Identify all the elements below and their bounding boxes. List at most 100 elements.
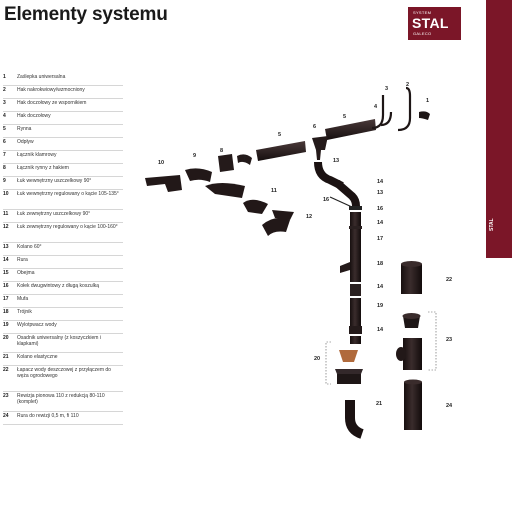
legend-text: Odpływ bbox=[17, 139, 34, 145]
callout-number: 14 bbox=[377, 327, 384, 333]
legend-number: 22 bbox=[3, 367, 9, 373]
clamp-part bbox=[349, 206, 362, 210]
legend-text: Łapacz wody deszczowej z przyłączem do w… bbox=[17, 367, 111, 379]
legend-text: Rura do rewizji 0,5 m, fi 110 bbox=[17, 413, 79, 419]
collector-part bbox=[335, 350, 363, 384]
legend-number: 4 bbox=[3, 113, 6, 119]
legend-row: 8 Łącznik rynny z hakiem bbox=[3, 164, 123, 177]
legend-row: 22 Łapacz wody deszczowej z przyłączem do… bbox=[3, 366, 123, 392]
hook-parts bbox=[371, 86, 412, 132]
legend-text: Wylotpwacz wody bbox=[17, 322, 57, 328]
callout-number: 14 bbox=[377, 284, 384, 290]
gutter-part bbox=[256, 119, 376, 161]
legend-number: 18 bbox=[3, 309, 9, 315]
logo-brand-text: STAL bbox=[412, 15, 449, 31]
callout-number: 19 bbox=[377, 303, 383, 309]
callout-number: 5 bbox=[343, 114, 346, 120]
legend-number: 23 bbox=[3, 393, 9, 399]
legend-number: 9 bbox=[3, 178, 6, 184]
callout-number: 23 bbox=[446, 337, 452, 343]
legend-row: 9 Łuk wewnętrzny uszczelkowy 90° bbox=[3, 177, 123, 190]
bracket-lines bbox=[325, 311, 437, 385]
legend-number: 10 bbox=[3, 191, 9, 197]
callout-number: 6 bbox=[313, 124, 316, 130]
legend-text: Kolano 60° bbox=[17, 244, 42, 250]
legend-number: 6 bbox=[3, 139, 6, 145]
legend-text: Kolano elastyczne bbox=[17, 354, 58, 360]
legend-text: Obejma bbox=[17, 270, 35, 276]
callout-number: 3 bbox=[385, 86, 388, 92]
page-title: Elementy systemu bbox=[4, 4, 168, 25]
legend-row: 6 Odpływ bbox=[3, 138, 123, 151]
callout-number: 24 bbox=[446, 403, 453, 409]
legend-row: 15 Obejma bbox=[3, 269, 123, 282]
legend-text: Łuk wewnętrzny uszczelkowy 90° bbox=[17, 178, 92, 184]
legend-text: Łącznik rynny z hakiem bbox=[17, 165, 69, 171]
callout-number: 21 bbox=[376, 401, 382, 407]
callout-number: 14 bbox=[377, 179, 384, 185]
logo-galeco-text: GALECO bbox=[413, 31, 432, 36]
legend-text: Osadnik uniwersalny (z koszyczkiem i kla… bbox=[17, 335, 101, 347]
legend-number: 5 bbox=[3, 126, 6, 132]
legend-row: 24 Rura do rewizji 0,5 m, fi 110 bbox=[3, 412, 123, 425]
legend-text: Łuk wewnętrzny regulowany o kącie 105-13… bbox=[17, 191, 119, 197]
legend-text: Kołek dwugwintowy z długą koszulką bbox=[17, 283, 99, 289]
legend-text: Hak nakrokwiowy/wzmocniony bbox=[17, 87, 85, 93]
legend-number: 2 bbox=[3, 87, 6, 93]
callout-number: 11 bbox=[271, 188, 277, 194]
legend-number: 20 bbox=[3, 335, 9, 341]
callout-number: 17 bbox=[377, 236, 383, 242]
downpipe-part bbox=[340, 212, 362, 344]
legend-row: 17 Mufa bbox=[3, 295, 123, 308]
legend-number: 17 bbox=[3, 296, 9, 302]
callout-number: 4 bbox=[374, 104, 378, 110]
end-cap-part bbox=[419, 111, 430, 120]
legend-row: 18 Trójnik bbox=[3, 308, 123, 321]
callout-number: 8 bbox=[220, 148, 223, 154]
legend-text: Hak doczołowy ze wspornikiem bbox=[17, 100, 87, 106]
legend-text: Rura bbox=[17, 257, 28, 263]
callout-number: 5 bbox=[278, 132, 281, 138]
legend-number: 13 bbox=[3, 244, 9, 250]
callout-number: 22 bbox=[446, 277, 452, 283]
connector-parts bbox=[218, 154, 252, 172]
callout-number: 1 bbox=[426, 98, 429, 104]
corner-parts bbox=[145, 168, 294, 236]
callout-number: 14 bbox=[377, 220, 384, 226]
legend-row: 20 Osadnik uniwersalny (z koszyczkiem i k… bbox=[3, 334, 123, 353]
legend-number: 8 bbox=[3, 165, 6, 171]
callout-number: 13 bbox=[333, 158, 339, 164]
callout-number: 13 bbox=[377, 190, 383, 196]
legend-text: Rewizja pionowa 110 z redukcją 80-110 (k… bbox=[17, 393, 105, 405]
legend-row: 4 Hak doczołowy bbox=[3, 112, 123, 125]
callout-number: 12 bbox=[306, 214, 312, 220]
legend-text: Łuk zewnętrzny uszczelkowy 90° bbox=[17, 211, 91, 217]
callout-number: 18 bbox=[377, 261, 383, 267]
legend-number: 15 bbox=[3, 270, 9, 276]
callout-number: 10 bbox=[158, 160, 164, 166]
legend-row: 13 Kolano 60° bbox=[3, 243, 123, 256]
legend-text: Zaślepka uniwersalna bbox=[17, 74, 66, 80]
legend-row: 16 Kołek dwugwintowy z długą koszulką bbox=[3, 282, 123, 295]
callout-number: 20 bbox=[314, 356, 320, 362]
legend-row: 5 Rynna bbox=[3, 125, 123, 138]
legend-number: 16 bbox=[3, 283, 9, 289]
logo-system-text: SYSTEM bbox=[413, 10, 432, 15]
legend-text: Trójnik bbox=[17, 309, 32, 315]
legend-text: Mufa bbox=[17, 296, 29, 302]
legend-text: Hak doczołowy bbox=[17, 113, 51, 119]
side-bar bbox=[486, 0, 512, 258]
legend-text: Rynna bbox=[17, 126, 32, 132]
pin-part bbox=[329, 196, 353, 208]
legend-number: 24 bbox=[3, 413, 9, 419]
downpipe-elbows bbox=[314, 161, 360, 207]
legend-number: 3 bbox=[3, 100, 6, 106]
legend-text: Łuk zewnętrzny regulowany o kącie 100-16… bbox=[17, 224, 118, 230]
legend-row: 10 Łuk wewnętrzny regulowany o kącie 105-… bbox=[3, 190, 123, 210]
